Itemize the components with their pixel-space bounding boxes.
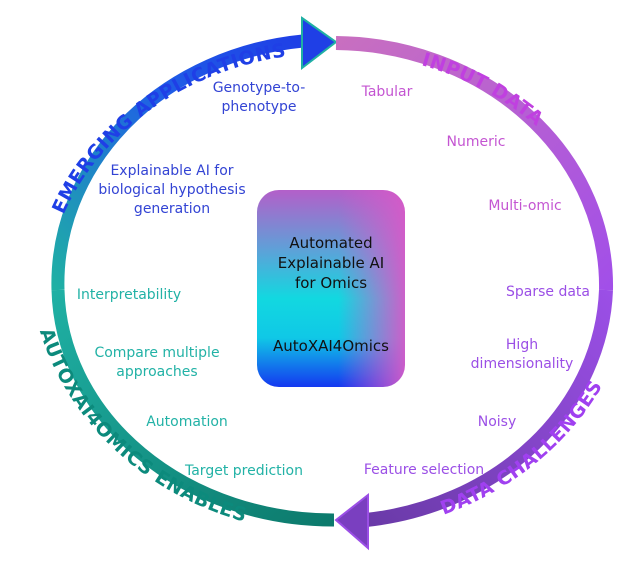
item-target-prediction: Target prediction (184, 463, 304, 479)
arc-enables (51, 289, 335, 527)
item-genotype-to-phenotype: Genotype-to-phenotype (212, 80, 306, 115)
item-multi-omic: Multi-omic (488, 198, 562, 214)
item-numeric: Numeric (446, 134, 506, 150)
arrowhead-right (301, 16, 338, 71)
item-feature-selection: Feature selection (363, 462, 485, 478)
item-sparse-data: Sparse data (506, 284, 590, 300)
arc-emerging-applications (51, 34, 304, 291)
item-tabular: Tabular (361, 84, 413, 100)
arrowhead-left (334, 492, 369, 551)
arc-input-data (335, 36, 614, 291)
arc-data-challenges (365, 289, 613, 527)
item-noisy: Noisy (477, 414, 517, 430)
heading-input-data: INPUT DATA (420, 49, 548, 131)
item-interpretability: Interpretability (76, 287, 182, 303)
center-tool-name: AutoXAI4Omics (273, 337, 389, 355)
item-automation: Automation (146, 414, 228, 430)
